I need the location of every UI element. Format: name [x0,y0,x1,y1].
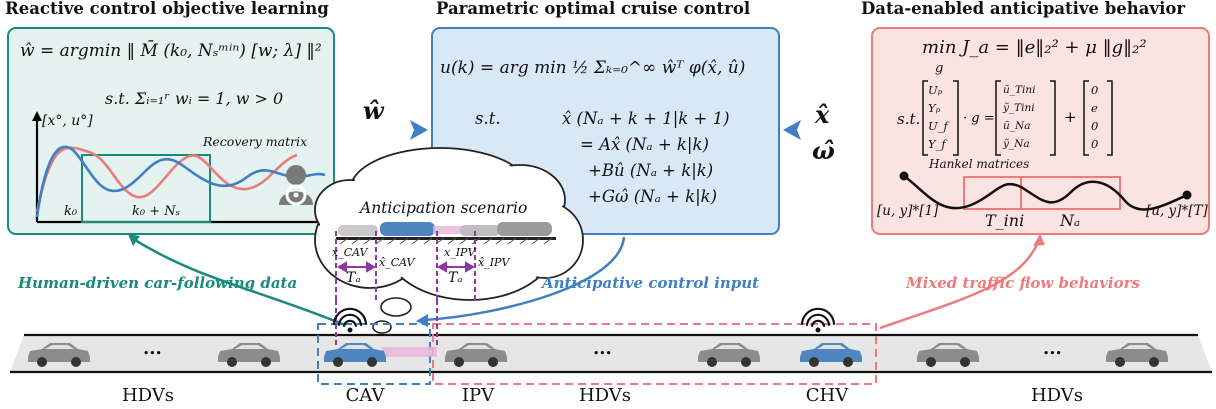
hdv-car [917,343,979,367]
ta-cav-label: Tₐ [346,270,361,286]
mat-right-0: 0 [1091,83,1099,97]
driver-icon [279,165,313,206]
mat-left-0: Uₚ [928,83,943,97]
x-cav-hat-label: x̂_CAV [379,256,415,269]
mat-mid-2: ũ_Na [1003,120,1031,132]
right-st: s.t. [897,110,921,128]
middle-constraint-3: +Bû (Nₐ + k|k) [588,161,714,180]
x-hat-label: x̂ [815,100,830,129]
uy-first-label: [u, y]*[1] [877,203,939,219]
svg-text:+: + [1064,108,1077,126]
tini-label: T_ini [985,211,1025,230]
hdv-car [1106,343,1168,367]
ellipsis-middle: ... [593,338,612,359]
right-matrices: · g = + [899,80,1192,211]
hdv-car [698,343,760,367]
cav-wifi-icon [332,307,368,333]
cloud-title: Anticipation scenario [360,199,528,217]
middle-st: s.t. [475,109,501,128]
cloud-ipv-ghost [460,222,552,236]
chv-car [800,343,862,367]
left-eq-argmin: ŵ = argmin ‖ M̄ (k₀, Nₛᵐⁱⁿ) [w; λ] ‖² [20,41,322,61]
x-cav-label: x_CAV [332,246,368,259]
middle-constraint-2: = Ax̂ (Nₐ + k|k) [580,135,709,154]
hdv-car [28,343,90,367]
uy-last-label: [u, y]*[T] [1146,203,1208,219]
cav-car [324,343,437,367]
right-eq-sub: g [935,61,944,76]
middle-constraint-4: +Gω̂ (Nₐ + k|k) [588,187,718,206]
k0-plus-ns-label: k₀ + Nₛ [132,204,181,219]
label-ipv: IPV [461,385,495,406]
mat-mid-3: ỹ_Na [1003,138,1030,150]
title-reactive-learning: Reactive control objective learning [5,0,329,18]
label-chv: CHV [805,385,849,406]
mat-left-1: Yₚ [928,101,941,115]
flow-mixed-traffic: Mixed traffic flow behaviors [906,274,1140,292]
ipv-car [445,343,507,367]
w-hat-label: ŵ [363,96,384,125]
label-hdvs-middle: HDVs [578,385,632,406]
left-eq-constraint: s.t. Σᵢ₌₁ʳ wᵢ = 1, w > 0 [105,89,284,108]
mat-mid-1: ỹ_Tini [1003,102,1035,114]
recovery-matrix-label: Recovery matrix [203,134,308,149]
title-parametric-control: Parametric optimal cruise control [436,0,751,18]
flow-human-data: Human-driven car-following data [18,274,298,292]
label-cav: CAV [345,385,385,406]
left-y-axis-label: [x°, u°] [42,113,93,129]
middle-constraint-1: x̂ (Nₐ + k + 1|k + 1) [562,109,730,128]
hdv-car [218,343,280,367]
ellipsis-right: ... [1043,338,1062,359]
mat-left-2: U_f [928,119,948,133]
middle-eq-objective: u(k) = arg min ½ Σₖ₌₀^∞ ŵᵀ φ(x̂, û) [440,58,746,78]
label-hdvs-left: HDVs [121,385,175,406]
hankel-label: Hankel matrices [929,157,1030,171]
ta-ipv-label: Tₐ [448,270,463,286]
chv-wifi-icon [800,307,836,333]
label-hdvs-right: HDVs [1030,385,1084,406]
k0-label: k₀ [64,204,78,219]
mat-mid-0: ũ_Tini [1003,84,1036,96]
right-matrix-right: 0 e 0 0 [1091,81,1098,153]
mat-right-1: e [1091,101,1098,115]
ellipsis-left: ... [143,338,162,359]
right-matrix-mid: ũ_Tini ỹ_Tini ũ_Na ỹ_Na [1003,81,1036,153]
right-matrix-left: Uₚ Yₚ U_f Y_f [928,81,948,153]
x-ipv-hat-label: x̂_IPV [478,256,510,269]
x-ipv-label: x_IPV [444,246,476,259]
mat-right-3: 0 [1091,137,1099,151]
flow-anticipative-input: Anticipative control input [542,274,760,292]
right-eq-objective: min J_a = ‖e‖₂² + μ ‖g‖₂² [922,37,1147,58]
mat-right-2: 0 [1091,119,1099,133]
title-data-enabled: Data-enabled anticipative behavior [861,0,1186,18]
omega-hat-label: ω̂ [812,136,835,165]
mat-left-3: Y_f [928,137,946,151]
na-label: Nₐ [1060,211,1081,230]
svg-text:· g =: · g = [963,111,995,126]
